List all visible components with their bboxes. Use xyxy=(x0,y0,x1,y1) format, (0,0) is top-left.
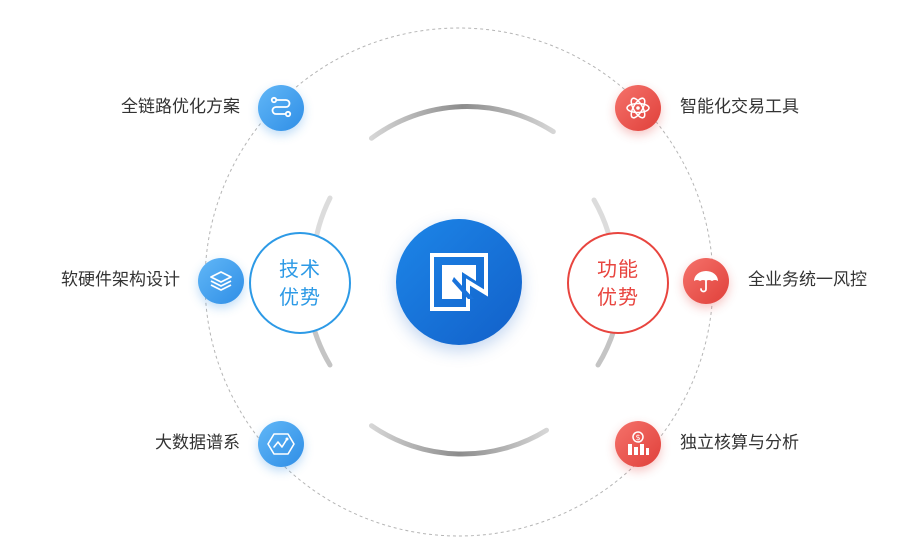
route-node xyxy=(258,85,304,131)
money-chart-label: 独立核算与分析 xyxy=(680,433,799,453)
right-upper-arc xyxy=(591,197,611,235)
layers-icon xyxy=(210,271,232,291)
atom-node xyxy=(615,85,661,131)
center-logo xyxy=(396,219,522,345)
layers-label: 软硬件架构设计 xyxy=(61,270,180,290)
route-label: 全链路优化方案 xyxy=(121,97,240,117)
data-chart-label: 大数据谱系 xyxy=(155,433,240,453)
umbrella-node xyxy=(683,258,729,304)
data-chart-node xyxy=(258,421,304,467)
function-advantage-badge: 功能 优势 xyxy=(567,232,669,334)
right-lower-arc xyxy=(595,327,617,368)
tech-advantage-badge: 技术 优势 xyxy=(249,232,351,334)
tech-label-line1: 技术 xyxy=(279,257,321,281)
route-icon xyxy=(270,96,292,118)
money-chart-icon: $ xyxy=(628,431,649,455)
umbrella-icon xyxy=(694,271,718,293)
atom-label: 智能化交易工具 xyxy=(680,97,799,117)
money-chart-node: $ xyxy=(615,421,661,467)
layers-node xyxy=(198,258,244,304)
r-logo-icon xyxy=(430,253,488,311)
function-label-line1: 功能 xyxy=(597,257,639,281)
tech-label-line2: 优势 xyxy=(279,285,321,309)
svg-text:$: $ xyxy=(635,433,640,442)
umbrella-label: 全业务统一风控 xyxy=(748,270,867,290)
bottom-arc xyxy=(369,423,549,457)
function-label-line2: 优势 xyxy=(597,285,639,309)
atom-icon xyxy=(626,97,650,119)
top-arc xyxy=(369,103,556,141)
data-chart-icon xyxy=(267,433,295,455)
